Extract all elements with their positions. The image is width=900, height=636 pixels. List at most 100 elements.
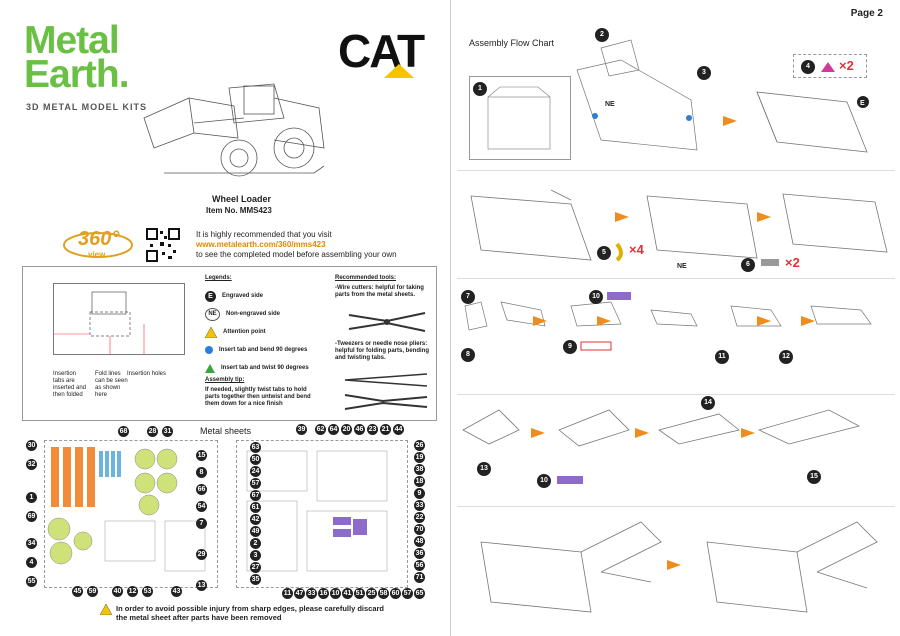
part-number: 20: [341, 424, 352, 435]
part-number: 67: [250, 490, 261, 501]
step-4-multiplier: ×2: [839, 58, 854, 73]
step-6-badge: 6: [741, 258, 755, 272]
step-9-badge: 9: [563, 340, 577, 354]
fold-diagram: [53, 283, 185, 355]
instructions-box: Insertion tabs are inserted and then fol…: [22, 266, 437, 421]
model-item-number: Item No. MMS423: [206, 206, 272, 215]
assembly-tip-title: Assembly tip:: [205, 377, 245, 383]
right-sheet-bottom-numbers: 11 47 33 16 10 41 51 25 58 60 57 65: [282, 588, 425, 599]
part-number: 71: [414, 572, 425, 583]
label-fold-lines: Fold lines can be seen as shown here: [95, 371, 128, 398]
part-number: 21: [380, 424, 391, 435]
part-number: 56: [414, 560, 425, 571]
part-number: 49: [250, 526, 261, 537]
part-number: 69: [26, 511, 37, 522]
right-sheet-top-numbers: 39 62 64 20 46 23 21 44: [296, 424, 404, 435]
part-9-icon: [580, 341, 612, 351]
part-number: 9: [414, 488, 425, 499]
part-number: 54: [196, 501, 207, 512]
part-number: 34: [26, 538, 37, 549]
part-number: 16: [318, 588, 329, 599]
orange-arrow-icon: [757, 212, 771, 222]
tweezers-text: -Tweezers or needle nose pliers: helpful…: [335, 341, 429, 361]
360-badge-text: 360°: [78, 228, 120, 250]
part-number: 12: [127, 586, 138, 597]
part-number: 53: [142, 586, 153, 597]
part-number: 19: [414, 452, 425, 463]
step-1-panel: [469, 76, 571, 160]
part-number: 31: [162, 426, 173, 437]
metal-sheet-right: [236, 440, 408, 588]
row2-bucket-3: [782, 193, 888, 253]
row-divider: [457, 394, 895, 395]
qr-code-icon: [146, 228, 180, 262]
legend-list: E Engraved side NE Non-engraved side Att…: [205, 287, 325, 377]
orange-arrow-icon: [635, 428, 649, 438]
green-triangle-icon: [205, 363, 215, 373]
part-10-icon: [607, 292, 631, 300]
part-number: 61: [250, 502, 261, 513]
final-assembly-1: [480, 521, 662, 613]
part-number: 33: [306, 588, 317, 599]
part-5-icon: [615, 242, 623, 262]
needle-nose-pliers-icon: [344, 394, 428, 410]
left-sheet-left-numbers: 30 32 1 69 34 4 55: [26, 440, 37, 587]
metal-sheet-right-parts: [246, 450, 388, 572]
step-10-badge: 10: [589, 290, 603, 304]
wire-cutters-text: -Wire cutters: helpful for taking parts …: [335, 285, 424, 298]
part-number: 1: [26, 492, 37, 503]
row2-bucket-1: [470, 189, 592, 261]
part-number: 22: [414, 512, 425, 523]
part-number: 42: [250, 514, 261, 525]
part-6-icon: [761, 259, 779, 266]
part-number: 55: [26, 576, 37, 587]
final-assembly-2: [706, 521, 878, 613]
ne-mark: NE: [605, 101, 615, 108]
part-number: 15: [196, 450, 207, 461]
legend-item: Insert tab and twist 90 degrees: [205, 359, 325, 377]
orange-arrow-icon: [757, 316, 771, 326]
row4-arm-sequence: [462, 409, 861, 447]
blue-dot-icon: [205, 346, 213, 354]
wheel-loader-illustration: [143, 83, 325, 177]
legend-item: Attention point: [205, 323, 325, 341]
part-number: 35: [250, 574, 261, 585]
step-11-badge: 11: [715, 350, 729, 364]
view-badge-text: view: [88, 250, 106, 259]
part-number: 43: [171, 586, 182, 597]
step-5-multiplier: ×4: [629, 242, 644, 257]
step-5-badge: 5: [597, 246, 611, 260]
tagline: 3D METAL MODEL KITS: [26, 102, 148, 112]
360-url-link[interactable]: www.metalearth.com/360/mms423: [196, 240, 326, 249]
360-view-badge: 360° view: [62, 226, 134, 264]
orange-arrow-icon: [615, 212, 629, 222]
left-sheet-right-numbers: 15 8 66 54 7 29 13: [196, 450, 207, 591]
right-page: Page 2 Assembly Flow Chart 1 2 NE 3 E 4 …: [450, 0, 900, 636]
warning-text: In order to avoid possible injury from s…: [116, 604, 384, 622]
tweezers-icon: [344, 373, 428, 387]
cat-logo-text: CAT: [338, 25, 425, 77]
part-number: 8: [196, 467, 207, 478]
part-4-icon: [821, 62, 835, 72]
orange-arrow-icon: [531, 428, 545, 438]
part-number: 62: [315, 424, 326, 435]
row-divider: [457, 506, 895, 507]
part-number: 46: [354, 424, 365, 435]
part-number: 25: [366, 588, 377, 599]
fold-diagram-drawing: [54, 291, 145, 354]
legend-text: Insert tab and bend 90 degrees: [219, 346, 308, 353]
logo-line-2: Earth.: [24, 53, 130, 96]
row-divider: [457, 170, 895, 171]
model-name: Wheel Loader: [212, 194, 272, 204]
part-number: 30: [26, 440, 37, 451]
row-divider: [457, 278, 895, 279]
part-number: 64: [328, 424, 339, 435]
orange-arrow-icon: [801, 316, 815, 326]
step-8-badge: 8: [461, 348, 475, 362]
orange-arrow-icon: [667, 560, 681, 570]
part-number: 13: [196, 580, 207, 591]
step-7-badge: 7: [461, 290, 475, 304]
part-number: 3: [250, 550, 261, 561]
legend-item: Insert tab and bend 90 degrees: [205, 341, 325, 359]
assembly-tip-text: If needed, slightly twist tabs to hold p…: [205, 387, 311, 407]
